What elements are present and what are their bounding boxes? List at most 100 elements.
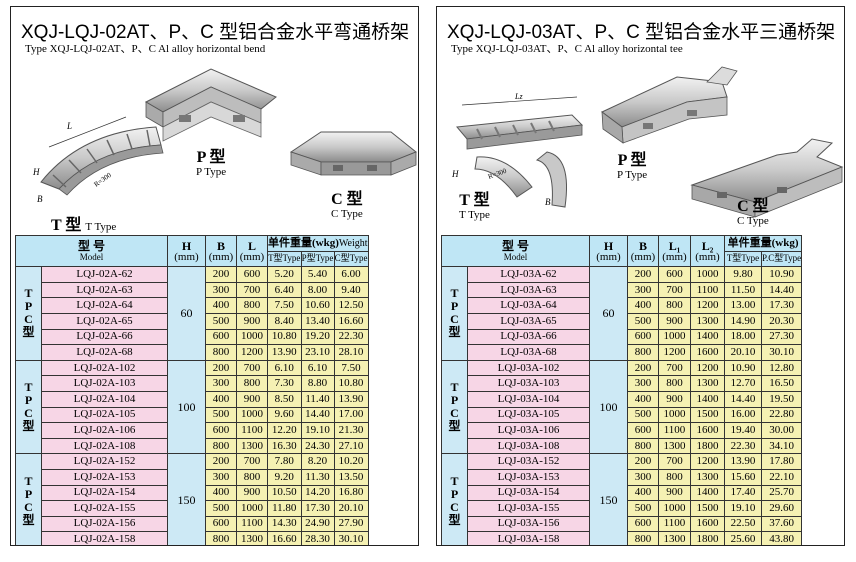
value-cell: 800 xyxy=(627,344,659,361)
value-cell: 800 xyxy=(205,344,237,361)
value-cell: 19.40 xyxy=(724,422,762,439)
svg-text:H: H xyxy=(451,169,459,179)
value-cell: 1600 xyxy=(690,422,725,439)
model-cell: LQJ-03A-102 xyxy=(467,359,590,377)
value-cell: 900 xyxy=(236,390,268,408)
type-letter: T xyxy=(24,286,33,301)
value-cell: 1400 xyxy=(690,390,725,408)
value-cell: 400 xyxy=(205,390,237,408)
value-cell: 300 xyxy=(205,281,237,299)
value-cell: 1500 xyxy=(690,406,725,424)
value-cell: 13.90 xyxy=(724,453,762,470)
value-cell: 800 xyxy=(236,375,268,392)
value-cell: 400 xyxy=(627,297,659,314)
value-cell: 600 xyxy=(627,328,659,346)
h-header: H(mm) xyxy=(589,234,628,268)
t-type-tee-drawing: Lz H B R=300 xyxy=(451,92,584,208)
l2-header: L₂(mm) xyxy=(690,234,725,268)
type-letter: C xyxy=(450,406,459,421)
value-cell: 9.60 xyxy=(267,406,302,424)
value-cell: 900 xyxy=(236,312,268,330)
value-cell: 23.10 xyxy=(300,344,335,361)
panel-subtitle: Type XQJ-LQJ-03AT、P、C Al alloy horizonta… xyxy=(451,43,683,55)
value-cell: 300 xyxy=(627,375,659,392)
value-cell: 18.00 xyxy=(724,328,762,346)
model-cell: LQJ-03A-62 xyxy=(467,266,590,283)
type-letter: 型 xyxy=(22,325,35,340)
value-cell: 1600 xyxy=(690,344,725,361)
b-header: B(mm) xyxy=(627,234,659,268)
value-cell: 700 xyxy=(236,453,268,470)
c-type-tee-drawing xyxy=(690,138,844,218)
value-cell: 600 xyxy=(236,266,268,283)
value-cell: 17.30 xyxy=(760,297,803,314)
horizontal-bend-illustration: L B H R=300 xyxy=(32,68,417,204)
model-cell: LQJ-02A-102 xyxy=(41,359,168,377)
p-type-tee-drawing xyxy=(601,66,738,144)
value-cell: 900 xyxy=(236,484,268,502)
type-letter: P xyxy=(24,393,33,408)
value-cell: 25.60 xyxy=(724,531,762,545)
value-cell: 22.80 xyxy=(760,406,803,424)
type-letter: T xyxy=(450,380,459,395)
type-letter: T xyxy=(450,473,459,488)
value-cell: 9.80 xyxy=(724,266,762,283)
value-cell: 1000 xyxy=(236,328,268,346)
value-cell: 500 xyxy=(627,406,659,424)
value-cell: 800 xyxy=(205,531,237,545)
value-cell: 30.00 xyxy=(760,422,803,439)
value-cell: 700 xyxy=(658,453,691,470)
type-letter: 型 xyxy=(448,419,461,434)
value-cell: 1200 xyxy=(236,344,268,361)
value-cell: 800 xyxy=(236,468,268,486)
value-cell: 800 xyxy=(658,375,691,392)
value-cell: 800 xyxy=(658,297,691,314)
p-type-bend-drawing xyxy=(144,68,277,142)
value-cell: 1200 xyxy=(690,453,725,470)
value-cell: 900 xyxy=(658,312,691,330)
type-letter: C xyxy=(450,312,459,327)
value-cell: 500 xyxy=(205,312,237,330)
value-cell: 1100 xyxy=(690,281,725,299)
value-cell: 500 xyxy=(627,312,659,330)
value-cell: 400 xyxy=(627,484,659,502)
value-cell: 14.40 xyxy=(724,390,762,408)
value-cell: 24.30 xyxy=(300,437,335,455)
value-cell: 17.30 xyxy=(300,500,335,517)
model-cell: LQJ-02A-154 xyxy=(41,484,168,502)
value-cell: 21.30 xyxy=(333,422,369,439)
c-type-header: C型Type xyxy=(333,250,369,268)
value-cell: 11.50 xyxy=(724,281,762,299)
value-cell: 200 xyxy=(205,359,237,377)
value-cell: 14.40 xyxy=(300,406,335,424)
model-cell: LQJ-03A-158 xyxy=(467,531,590,545)
value-cell: 16.60 xyxy=(333,312,369,330)
model-cell: LQJ-02A-105 xyxy=(41,406,168,424)
value-cell: 1000 xyxy=(658,328,691,346)
value-cell: 17.00 xyxy=(333,406,369,424)
horizontal-tee-panel: XQJ-LQJ-03AT、P、C 型铝合金水平三通桥架 Type XQJ-LQJ… xyxy=(436,6,845,546)
h-header: H(mm) xyxy=(167,234,206,268)
value-cell: 10.60 xyxy=(300,297,335,314)
value-cell: 7.50 xyxy=(267,297,302,314)
value-cell: 1300 xyxy=(690,375,725,392)
value-cell: 17.80 xyxy=(760,453,803,470)
value-cell: 29.60 xyxy=(760,500,803,517)
value-cell: 14.20 xyxy=(300,484,335,502)
panel-subtitle: Type XQJ-LQJ-02AT、P、C Al alloy horizonta… xyxy=(25,43,266,55)
value-cell: 1800 xyxy=(690,531,725,545)
type-letter: 型 xyxy=(22,419,35,434)
value-cell: 13.40 xyxy=(300,312,335,330)
model-cell: LQJ-02A-64 xyxy=(41,297,168,314)
model-cell: LQJ-02A-156 xyxy=(41,515,168,533)
